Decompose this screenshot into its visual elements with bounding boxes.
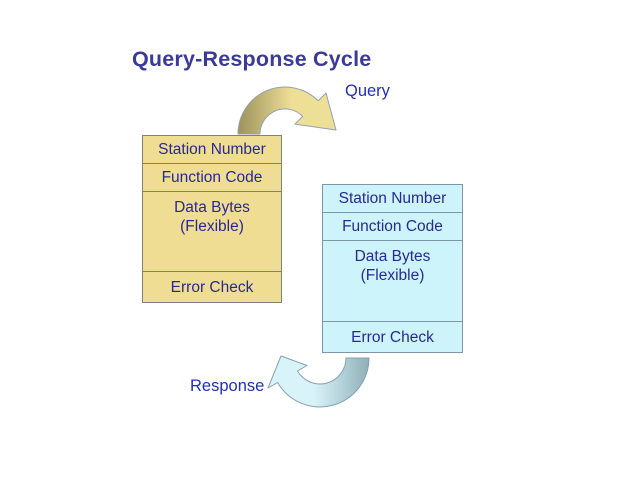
frame-cell-label: Data Bytes <box>354 248 431 265</box>
response-arrow-label: Response <box>190 377 265 395</box>
query-arrow-label: Query <box>345 82 390 100</box>
frame-cell-label: (Flexible) <box>180 218 244 235</box>
frame-cell-label: (Flexible) <box>360 267 425 284</box>
query-arrow-icon <box>237 86 337 135</box>
frame-cell-label: Error Check <box>170 278 254 296</box>
frame-cell-label: Function Code <box>342 218 443 235</box>
frame-cell-label: Error Check <box>351 328 434 346</box>
query-frame-row-station-number: Station Number <box>143 136 281 164</box>
response-arrow-icon <box>267 355 370 408</box>
frame-cell-label: Data Bytes <box>174 199 250 216</box>
query-frame-row-function-code: Function Code <box>143 164 281 192</box>
response-frame-row-function-code: Function Code <box>323 213 462 241</box>
query-message-frame: Station Number Function Code Data Bytes … <box>142 135 282 303</box>
slide-title: Query-Response Cycle <box>132 47 372 71</box>
response-frame-row-station-number: Station Number <box>323 185 462 213</box>
frame-cell-label: Function Code <box>161 169 263 186</box>
query-frame-row-data-bytes: Data Bytes (Flexible) <box>143 192 281 272</box>
response-frame-row-error-check: Error Check <box>323 322 462 352</box>
frame-cell-label: Station Number <box>158 141 266 158</box>
frame-cell-label: Station Number <box>338 190 447 207</box>
response-message-frame: Station Number Function Code Data Bytes … <box>322 184 463 353</box>
response-frame-row-data-bytes: Data Bytes (Flexible) <box>323 241 462 322</box>
query-frame-row-error-check: Error Check <box>143 272 281 302</box>
